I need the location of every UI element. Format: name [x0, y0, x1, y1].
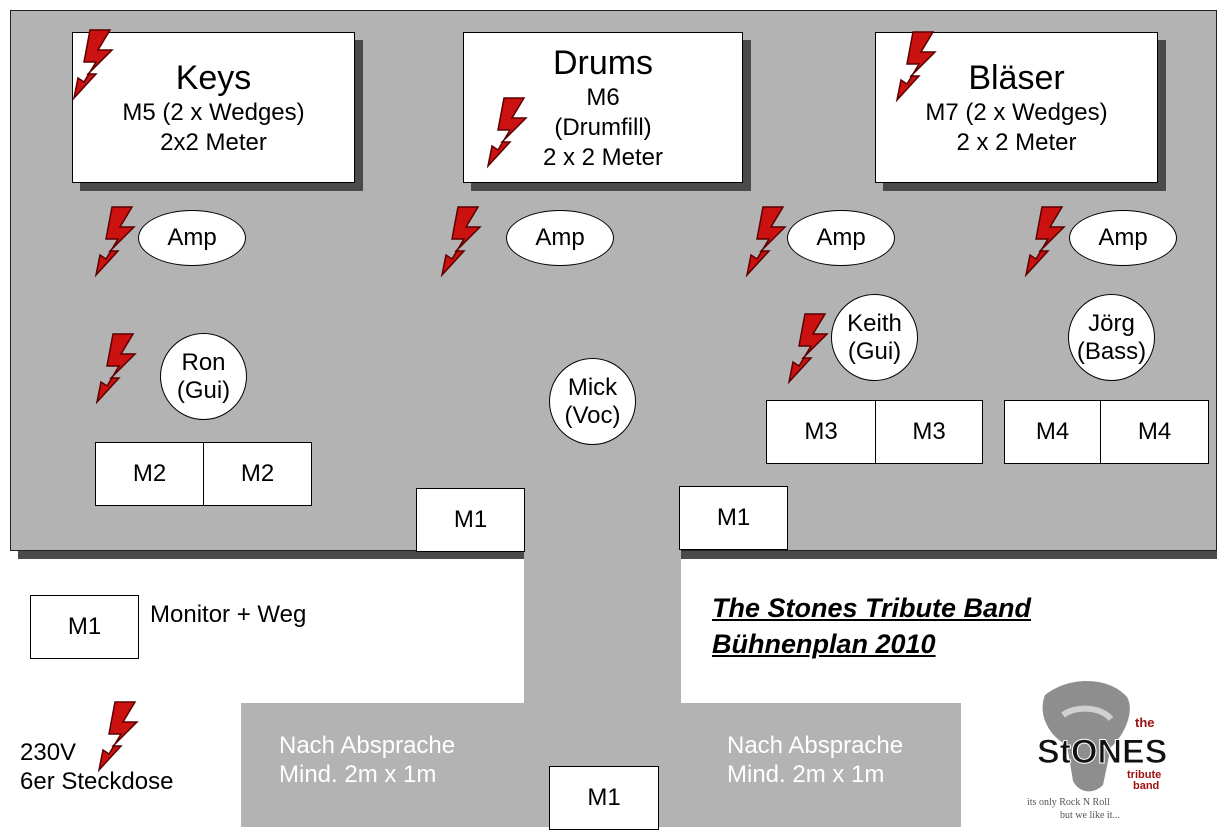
musician-joerg: Jörg (Bass)	[1068, 294, 1155, 381]
monitor-m4-left: M4	[1004, 400, 1101, 464]
musician-keith-name: Keith	[847, 309, 902, 337]
keys-line-1: M5 (2 x Wedges)	[122, 98, 305, 126]
power-bolt-shape	[787, 313, 829, 385]
power-bolt-shape	[94, 206, 136, 278]
legend-monitor-box: M1	[30, 595, 139, 659]
stones-logo: the StONES tribute band its only Rock N …	[1027, 680, 1168, 821]
musician-joerg-role: (Bass)	[1076, 337, 1147, 365]
logo-tongue-shape	[1042, 680, 1130, 792]
monitor-m3-left: M3	[766, 400, 876, 464]
drums-line-2: (Drumfill)	[554, 113, 652, 141]
power-bolt-shape	[1024, 206, 1066, 278]
power-outlet-icon	[787, 313, 829, 385]
page-heading: The Stones Tribute Band Bühnenplan 2010	[712, 590, 1031, 662]
musician-ron-name: Ron	[181, 348, 226, 376]
power-outlet-icon	[97, 701, 139, 773]
power-outlet-icon	[745, 206, 787, 278]
drums-line-3: 2 x 2 Meter	[542, 143, 664, 171]
heading-line-2: Bühnenplan 2010	[712, 629, 936, 659]
power-bolt-shape	[486, 97, 528, 169]
drums-title: Drums	[552, 43, 654, 82]
amp-keys: Amp	[138, 210, 246, 266]
musician-keith-role: (Gui)	[847, 337, 902, 365]
monitor-m2-right: M2	[203, 442, 312, 506]
power-outlet-icon	[440, 206, 482, 278]
logo-highlight	[1061, 705, 1114, 722]
musician-mick: Mick (Voc)	[549, 358, 636, 445]
side-area-right-line-1: Nach Absprache	[727, 732, 904, 759]
logo-word-main: StONES	[1037, 733, 1167, 771]
power-bolt-shape	[97, 701, 139, 773]
side-area-left-line-1: Nach Absprache	[279, 732, 456, 759]
musician-mick-name: Mick	[567, 373, 618, 401]
logo-word-the: the	[1135, 715, 1155, 730]
amp-keith: Amp	[787, 210, 895, 266]
power-bolt-shape	[95, 333, 137, 405]
logo-tagline-2: but we like it...	[1060, 810, 1120, 821]
musician-joerg-name: Jörg	[1088, 309, 1135, 337]
side-area-right: Nach Absprache Mind. 2m x 1m	[681, 703, 961, 827]
musician-mick-role: (Voc)	[564, 401, 621, 429]
power-bolt-shape	[895, 31, 937, 103]
logo-word-band: band	[1133, 780, 1159, 792]
legend-monitor-text: Monitor + Weg	[150, 601, 307, 628]
keys-line-2: 2x2 Meter	[160, 128, 267, 156]
legend-power-text: 230V 6er Steckdose	[20, 738, 173, 796]
blaeser-line-2: 2 x 2 Meter	[956, 128, 1077, 156]
power-bolt-shape	[745, 206, 787, 278]
side-area-left-line-2: Mind. 2m x 1m	[279, 761, 437, 788]
keys-title: Keys	[175, 58, 252, 97]
power-outlet-icon	[895, 31, 937, 103]
heading-line-1: The Stones Tribute Band	[712, 593, 1032, 623]
monitor-m2-left: M2	[95, 442, 204, 506]
keys-platform: Keys M5 (2 x Wedges) 2x2 Meter	[72, 32, 355, 183]
monitor-m1-right: M1	[679, 486, 788, 550]
power-bolt-shape	[440, 206, 482, 278]
power-outlet-icon	[486, 97, 528, 169]
amp-bass: Amp	[1069, 210, 1177, 266]
side-area-right-line-2: Mind. 2m x 1m	[727, 761, 885, 788]
logo-word-tribute: tribute	[1127, 769, 1161, 781]
monitor-m1-left: M1	[416, 488, 525, 552]
power-outlet-icon	[72, 29, 114, 101]
side-area-left: Nach Absprache Mind. 2m x 1m	[241, 703, 524, 827]
power-outlet-icon	[1024, 206, 1066, 278]
power-bolt-shape	[72, 29, 114, 101]
power-outlet-icon	[94, 206, 136, 278]
amp-drums: Amp	[506, 210, 614, 266]
logo-tagline-1: its only Rock N Roll	[1027, 797, 1110, 808]
musician-ron-role: (Gui)	[176, 376, 231, 404]
musician-ron: Ron (Gui)	[160, 333, 247, 420]
drums-line-1: M6	[586, 83, 620, 111]
monitor-m3-right: M3	[875, 400, 983, 464]
musician-keith: Keith (Gui)	[831, 294, 918, 381]
monitor-m4-right: M4	[1100, 400, 1209, 464]
legend-power-line-2: 6er Steckdose	[20, 768, 174, 795]
legend-power-line-1: 230V	[20, 739, 77, 766]
blaeser-title: Bläser	[968, 58, 1065, 97]
blaeser-line-1: M7 (2 x Wedges)	[925, 98, 1108, 126]
monitor-m1-runway: M1	[549, 766, 659, 830]
power-outlet-icon	[95, 333, 137, 405]
